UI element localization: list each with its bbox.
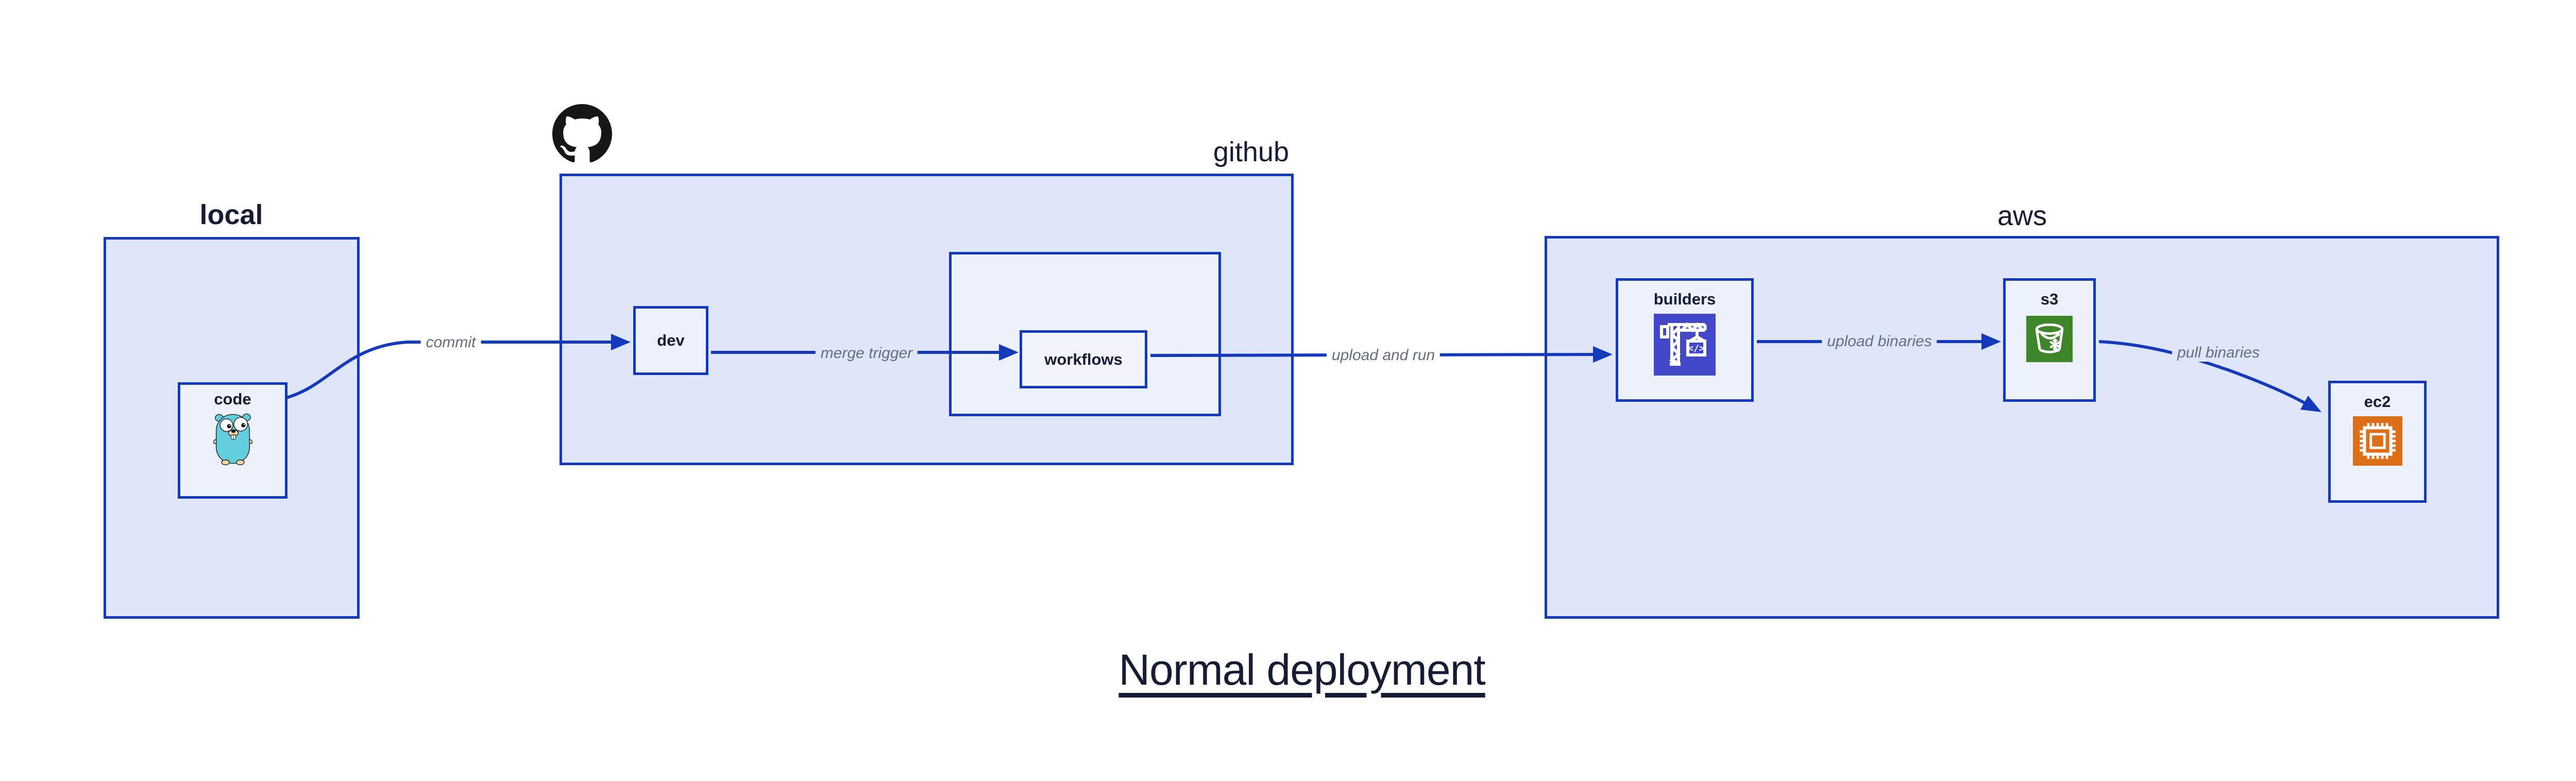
local-group-label: local [199,199,263,230]
edge-label-upload-and-run: upload and run [1326,347,1440,364]
workflows-label: workflows [1044,350,1123,368]
edge-label-pull-binaries: pull binaries [2172,344,2265,362]
s3-label: s3 [2040,290,2059,308]
ec2-label: ec2 [2364,393,2391,411]
go-gopher-icon [213,413,252,466]
node-dev: dev [633,306,708,375]
node-code: code [178,382,287,499]
codebuild-icon: </> [1654,314,1716,376]
builders-label: builders [1653,290,1716,308]
codebuild-glyph: </> [1688,343,1705,354]
node-builders: builders </> [1616,278,1754,402]
node-s3: s3 [2003,278,2096,402]
diagram-title: Normal deployment [1118,646,1485,694]
edge-label-merge-trigger: merge trigger [815,345,918,362]
dev-label: dev [657,331,685,349]
node-workflows: workflows [1020,330,1147,388]
edge-label-commit: commit [420,334,481,351]
github-group-label: github [1213,137,1289,167]
code-label: code [214,390,251,408]
s3-glacier-icon [2026,316,2073,362]
aws-group-label: aws [1997,200,2047,231]
node-ec2: ec2 [2328,381,2427,503]
edge-label-upload-binaries: upload binaries [1822,333,1937,350]
ec2-chip-icon [2352,416,2402,466]
github-octocat-icon [552,104,612,164]
